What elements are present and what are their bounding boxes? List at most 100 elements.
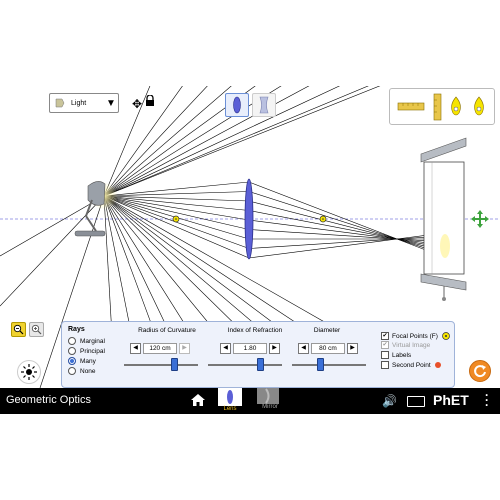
second-point-icon <box>434 362 441 368</box>
zoom-in-button[interactable] <box>29 322 44 337</box>
light-ray <box>103 195 250 221</box>
radio-label: Principal <box>80 347 105 355</box>
diameter-title: Diameter <box>313 327 341 334</box>
rays-title: Rays <box>68 326 85 333</box>
zoom-out-button[interactable] <box>11 322 26 337</box>
radio-label: Many <box>80 357 96 365</box>
screen-label: Lens <box>223 406 237 412</box>
phet-logo[interactable]: PhET <box>433 392 469 408</box>
simulation-area: Light ▼ ✥ <box>0 86 500 388</box>
index-slider-track[interactable] <box>208 364 282 366</box>
rays-option-marginal[interactable]: Marginal <box>68 337 105 345</box>
index-slider-thumb[interactable] <box>256 358 264 371</box>
top-white-area <box>0 0 500 86</box>
checkbox-label: Labels <box>392 351 412 359</box>
probe-icon[interactable] <box>451 96 461 116</box>
checkbox-label: Focal Points (F) <box>392 332 438 340</box>
index-value: 1.80 <box>233 343 267 354</box>
checkbox-checked-disabled[interactable]: ✔ <box>381 341 389 349</box>
concave-lens-toggle[interactable] <box>252 93 276 117</box>
zoom-out-icon <box>13 324 24 335</box>
radio-label: None <box>80 367 96 375</box>
light-ray <box>0 195 105 307</box>
reset-all-button[interactable] <box>469 360 491 382</box>
radius-slider-track[interactable] <box>124 364 198 366</box>
home-icon[interactable] <box>190 393 206 407</box>
checkbox-checked[interactable]: ✔ <box>381 332 389 340</box>
light-ray <box>248 238 398 249</box>
light-source-dropdown[interactable]: Light ▼ <box>49 93 119 113</box>
light-ray <box>103 195 250 230</box>
light-ray <box>248 181 398 240</box>
light-source-label: Light <box>71 99 87 107</box>
rays-option-principal[interactable]: Principal <box>68 347 105 355</box>
light-ray <box>103 86 341 197</box>
light-ray <box>103 86 151 197</box>
light-ray <box>248 229 398 240</box>
radio-label: Marginal <box>80 337 105 345</box>
diameter-slider-track[interactable] <box>292 364 366 366</box>
increment-button[interactable]: ▶ <box>269 343 280 354</box>
light-ray <box>103 195 250 259</box>
projection-screen[interactable] <box>420 137 467 301</box>
lens-screen-thumbnail <box>218 388 242 406</box>
light-ray <box>103 86 381 197</box>
lock-icon[interactable] <box>145 95 155 107</box>
convex-lens-icon <box>233 96 241 114</box>
brightness-button[interactable] <box>17 360 41 384</box>
radio-button-selected[interactable] <box>68 357 76 365</box>
light-ray <box>103 195 250 202</box>
checkbox-label: Second Point <box>392 361 431 369</box>
increment-button[interactable]: ▶ <box>347 343 358 354</box>
radio-button[interactable] <box>68 367 76 375</box>
sim-title: Geometric Optics <box>6 394 91 406</box>
radio-button[interactable] <box>68 337 76 345</box>
menu-icon[interactable]: ··· <box>485 388 489 412</box>
diameter-slider-thumb[interactable] <box>317 358 325 371</box>
screen-button-lens[interactable]: Lens <box>218 388 242 414</box>
increment-button[interactable]: ▶ <box>179 343 190 354</box>
reset-icon <box>474 365 486 378</box>
bottom-white-area <box>0 414 500 500</box>
move-handle-icon[interactable] <box>471 210 489 228</box>
decrement-button[interactable]: ◀ <box>298 343 309 354</box>
labels-checkbox[interactable]: Labels <box>381 351 411 359</box>
ruler-vertical-icon[interactable] <box>433 93 442 121</box>
light-ray <box>103 86 183 197</box>
focal-points-checkbox[interactable]: ✔ Focal Points (F) <box>381 331 451 341</box>
light-ray <box>103 86 310 197</box>
radius-slider-thumb[interactable] <box>171 358 179 371</box>
light-source-lamp[interactable] <box>74 181 118 237</box>
screen-button-mirror[interactable]: Mirror <box>257 388 283 414</box>
decrement-button[interactable]: ◀ <box>130 343 141 354</box>
light-ray <box>103 191 250 197</box>
keyboard-icon[interactable] <box>407 396 425 407</box>
light-ray <box>103 181 250 197</box>
sound-icon[interactable]: 🔊 <box>382 394 397 408</box>
rays-option-none[interactable]: None <box>68 367 96 375</box>
convex-lens-toggle[interactable] <box>225 93 249 117</box>
checkbox[interactable] <box>381 361 389 369</box>
probe-icon-2[interactable] <box>474 96 484 116</box>
decrement-button[interactable]: ◀ <box>220 343 231 354</box>
chevron-down-icon: ▼ <box>106 97 116 109</box>
ruler-horizontal-icon[interactable] <box>397 102 425 111</box>
diameter-spinner: ◀ 80 cm ▶ <box>298 343 358 354</box>
radio-button[interactable] <box>68 347 76 355</box>
index-spinner: ◀ 1.80 ▶ <box>220 343 280 354</box>
rays-option-many[interactable]: Many <box>68 357 96 365</box>
move-arrows-icon[interactable]: ✥ <box>132 97 143 111</box>
light-ray <box>248 210 398 240</box>
second-point-checkbox[interactable]: Second Point <box>381 361 441 369</box>
convex-lens[interactable] <box>244 178 254 260</box>
light-ray <box>103 86 208 197</box>
light-ray <box>103 86 369 197</box>
radius-spinner: ◀ 120 cm ▶ <box>130 343 190 354</box>
checkbox[interactable] <box>381 351 389 359</box>
mirror-screen-thumbnail <box>257 388 279 404</box>
light-ray <box>248 191 398 240</box>
index-title: Index of Refraction <box>227 327 283 334</box>
diameter-value: 80 cm <box>311 343 345 354</box>
virtual-image-checkbox[interactable]: ✔ Virtual Image <box>381 341 430 349</box>
light-ray <box>396 235 425 240</box>
